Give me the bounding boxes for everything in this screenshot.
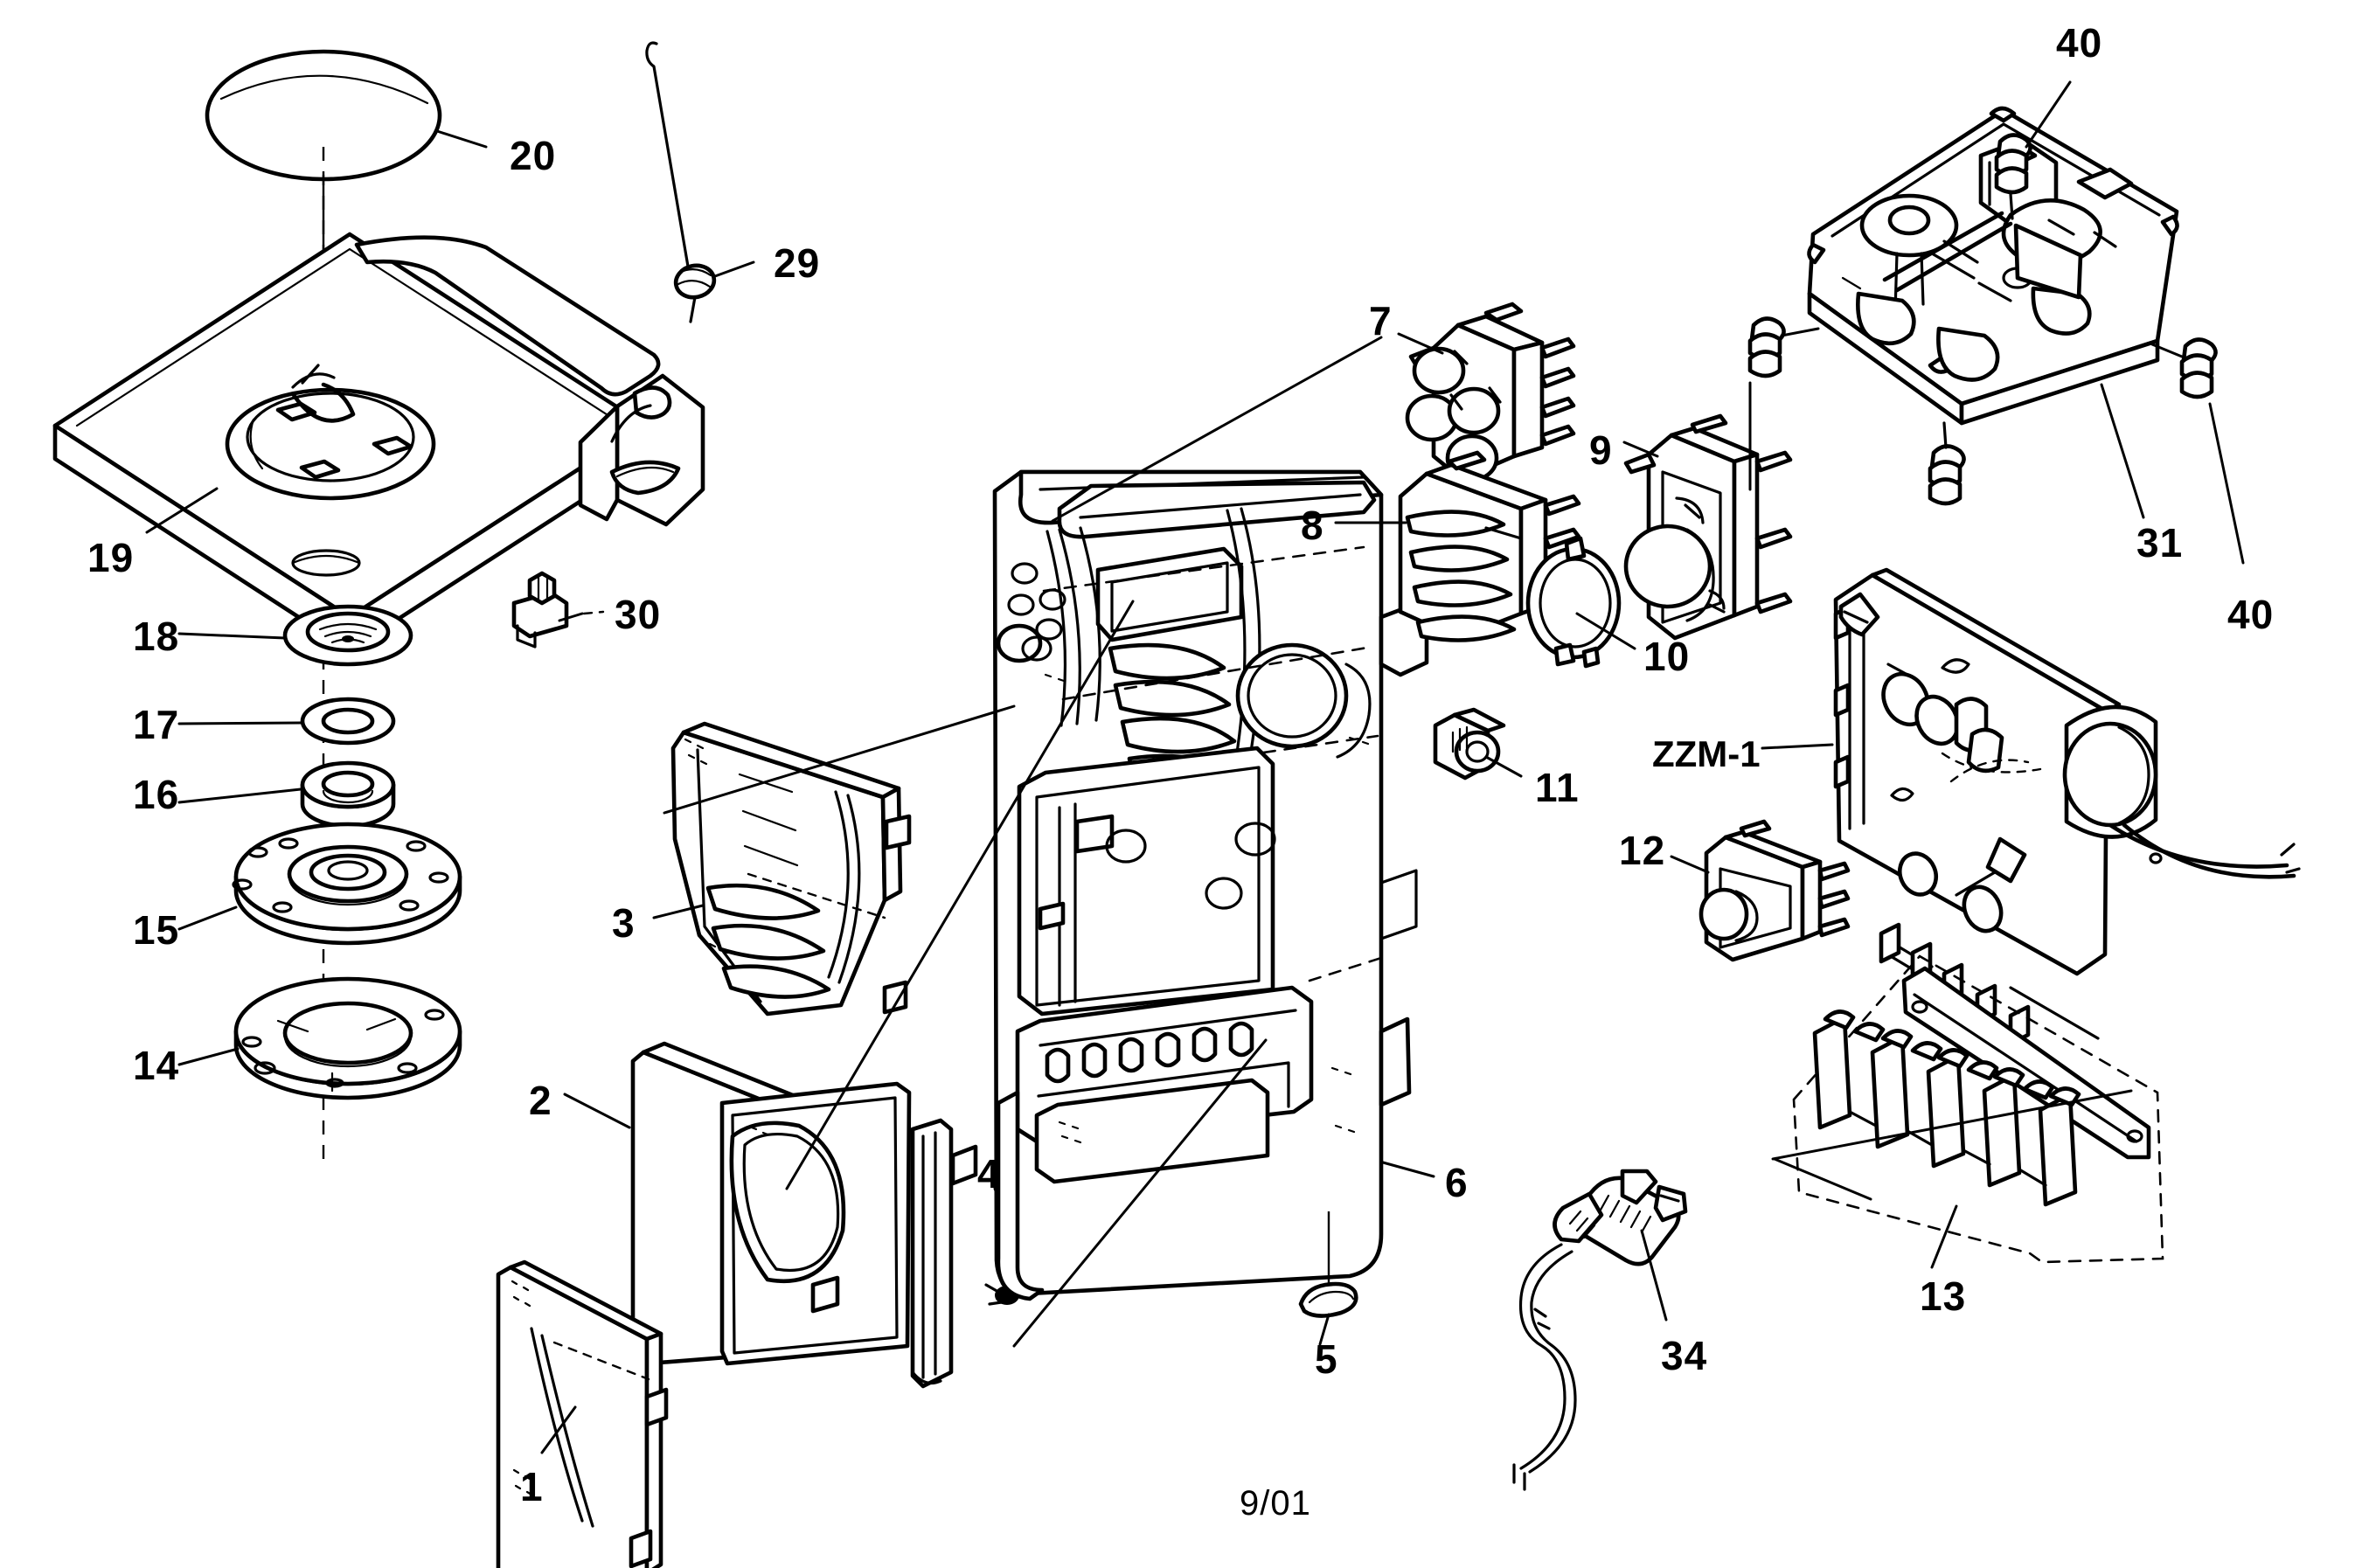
assembly-line-lower [1012, 1038, 1268, 1348]
part-11-headphone-jack [1433, 707, 1506, 781]
part-9-volume-knob-bracket [1623, 413, 1793, 641]
callout-13: 13 [1920, 1273, 1967, 1319]
leader-2 [563, 1093, 631, 1129]
part-17-washer-upper [300, 697, 396, 746]
callout-18: 18 [133, 614, 180, 659]
leader-11 [1484, 755, 1523, 778]
part-15-platter-hub-disc [232, 822, 462, 946]
part-5-cabinet-foot-pad [1298, 1211, 1358, 1318]
callout-34: 34 [1661, 1333, 1708, 1378]
callout-15: 15 [133, 907, 180, 953]
assembly-line-left [663, 704, 1016, 815]
part-3-left-grille-panel [670, 721, 912, 1016]
leader-16 [177, 787, 302, 804]
part-14-turntable-base-plate [233, 976, 462, 1100]
callout-30: 30 [615, 592, 662, 637]
assembly-line-top [1051, 336, 1383, 523]
part-zzm1-motor-drive-pcb [1833, 567, 2301, 1046]
callout-29: 29 [774, 240, 821, 286]
callout-31: 31 [2136, 520, 2184, 565]
part-30-cabinet-clip [511, 571, 569, 649]
callout-40-right: 40 [2227, 592, 2275, 637]
part-40-damper-bottom [1928, 421, 1966, 506]
part-1-door-front-cover [496, 1259, 669, 1568]
leader-20 [435, 129, 488, 149]
part-19-cd-lid-top-panel [52, 232, 705, 653]
part-12-rotary-control-knob [1699, 819, 1851, 962]
callout-3: 3 [612, 900, 636, 946]
part-29-antenna-rod [645, 41, 717, 323]
leader-6 [1381, 1161, 1435, 1178]
leader-7 [1397, 332, 1444, 355]
leader-15 [177, 905, 238, 931]
leader-40-top [2025, 80, 2072, 149]
callout-4: 4 [977, 1151, 1001, 1197]
leader-10 [1575, 612, 1636, 650]
leader-34 [1640, 1229, 1668, 1322]
callout-14: 14 [133, 1043, 180, 1088]
leader-14 [177, 1047, 240, 1066]
callout-8: 8 [1301, 503, 1324, 548]
callout-17: 17 [133, 702, 180, 747]
callout-11: 11 [1535, 765, 1580, 810]
part-7-key-block-upper [1405, 302, 1576, 482]
callout-1: 1 [520, 1464, 544, 1509]
leader-31 [2100, 383, 2145, 519]
callout-6: 6 [1445, 1160, 1469, 1205]
callout-zzm1: ZZM-1 [1652, 733, 1761, 774]
part-16-washer-lower [300, 760, 396, 829]
part-31-cd-mechanism [1807, 106, 2179, 426]
leader-17 [177, 721, 302, 725]
callout-7: 7 [1369, 298, 1393, 343]
part-6-front-cabinet-chassis [992, 469, 1429, 1301]
callout-20: 20 [510, 133, 557, 178]
leader-9 [1622, 441, 1659, 458]
leader-18 [177, 632, 287, 640]
callout-16: 16 [133, 772, 180, 817]
callout-40-top: 40 [2056, 20, 2103, 66]
callout-5: 5 [1315, 1336, 1338, 1382]
part-10-speaker-retainer-ring [1525, 536, 1622, 669]
callout-10: 10 [1643, 634, 1691, 679]
leader-1 [540, 1405, 577, 1454]
part-40-damper-top [1994, 133, 2032, 220]
part-40-damper-right [2150, 337, 2245, 565]
part-13-function-switch-bank [1771, 954, 2164, 1264]
leader-zzm1 [1761, 743, 1834, 750]
date-stamp: 9/01 [1240, 1484, 1311, 1523]
part-20-turntable-mat [205, 49, 442, 182]
leader-30-dash [582, 610, 605, 615]
leader-13 [1930, 1204, 1958, 1269]
leader-3 [652, 904, 705, 919]
callout-9: 9 [1589, 427, 1613, 473]
part-40-damper-left [1747, 316, 1820, 491]
leader-19 [145, 487, 219, 534]
part-2-cassette-door-assembly [630, 1041, 978, 1389]
leader-29 [713, 260, 755, 278]
callout-12: 12 [1619, 828, 1666, 873]
leader-5 [1318, 1313, 1330, 1346]
part-18-spindle-thrust-bearing [282, 604, 413, 667]
leader-30 [558, 612, 584, 622]
callout-19: 19 [87, 535, 135, 580]
callout-2: 2 [529, 1078, 552, 1123]
part-34-ac-power-cord [1512, 1169, 1688, 1491]
assembly-line-door [785, 600, 1135, 1190]
leader-12 [1670, 855, 1710, 874]
